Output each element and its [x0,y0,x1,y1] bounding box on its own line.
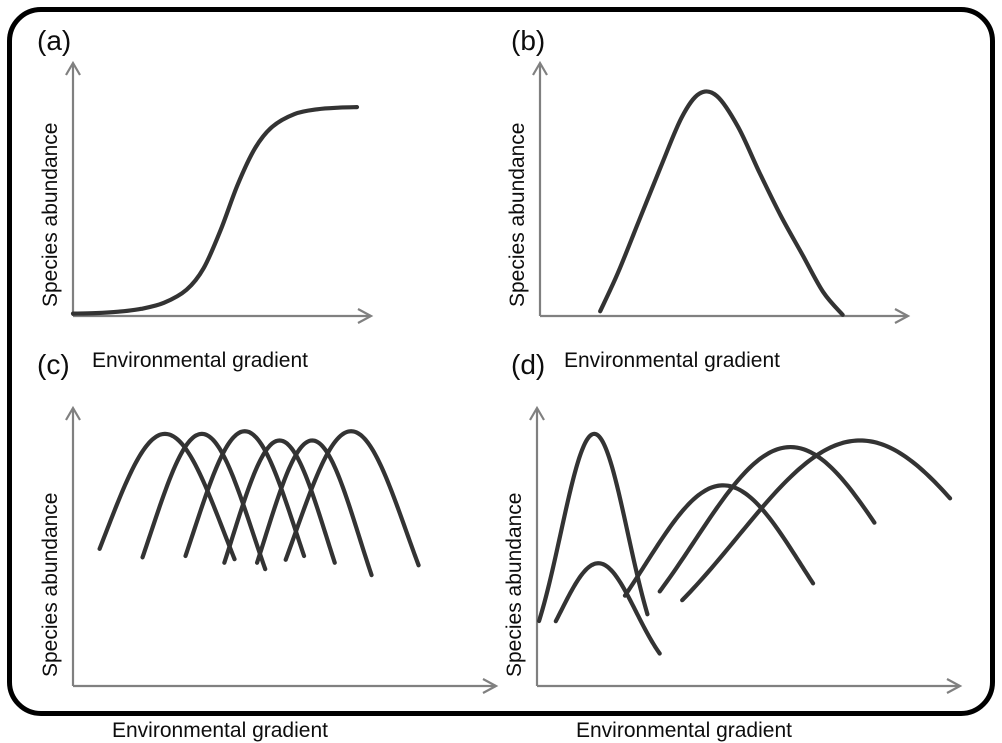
panel-a-label: (a) [37,25,72,56]
curve-species-4 [222,438,337,565]
panel-a-plot: Environmental gradient Species abundance [39,57,377,372]
curve-species-1 [97,431,237,562]
panel-b-y-label: Species abundance [506,122,529,307]
curve-species-2 [553,561,662,656]
panel-a-x-label: Environmental gradient [92,349,308,372]
panel-a: (a) Environmental gradient Species abund… [7,7,489,372]
panel-d-y-label: Species abundance [503,492,526,677]
panel-d-plot: Environmental gradient Species abundance [503,402,966,742]
panel-b: (b) Environmental gradient Species abund… [489,7,995,372]
panel-c: (c) Environmental gradient Species abund… [7,347,499,742]
panel-b-svg [532,60,911,324]
panel-d-svg [529,405,963,694]
panel-c-y-label: Species abundance [39,492,62,677]
panel-b-label: (b) [511,25,546,56]
panel-a-y-label: Species abundance [39,122,62,307]
curve-species-2 [140,431,268,572]
figure-root: (a) Environmental gradient Species abund… [7,7,995,742]
curve-species-4 [657,444,877,594]
axes [65,405,499,694]
curve-species-3 [183,429,307,559]
curve-unimodal-response [598,89,845,317]
panel-b-plot: Environmental gradient Species abundance [506,57,914,372]
curve-species-6 [283,429,421,568]
panel-a-svg [65,60,374,324]
panel-c-label: (c) [37,349,70,380]
panel-c-svg [65,405,499,694]
curve-sigmoid-response [70,105,360,316]
axes [532,60,911,324]
curve-species-1 [536,431,650,624]
curve-species-3 [622,483,816,598]
panel-c-plot: Environmental gradient Species abundance [39,402,502,742]
panel-b-x-label: Environmental gradient [564,349,780,372]
panel-grid: (a) Environmental gradient Species abund… [7,7,995,742]
curve-species-5 [680,438,953,603]
axes [529,405,963,694]
curve-species-5 [254,438,374,578]
panel-d-label: (d) [511,349,546,380]
axes [65,60,374,324]
panel-d: (d) Environmental gradient Species abund… [489,347,995,742]
